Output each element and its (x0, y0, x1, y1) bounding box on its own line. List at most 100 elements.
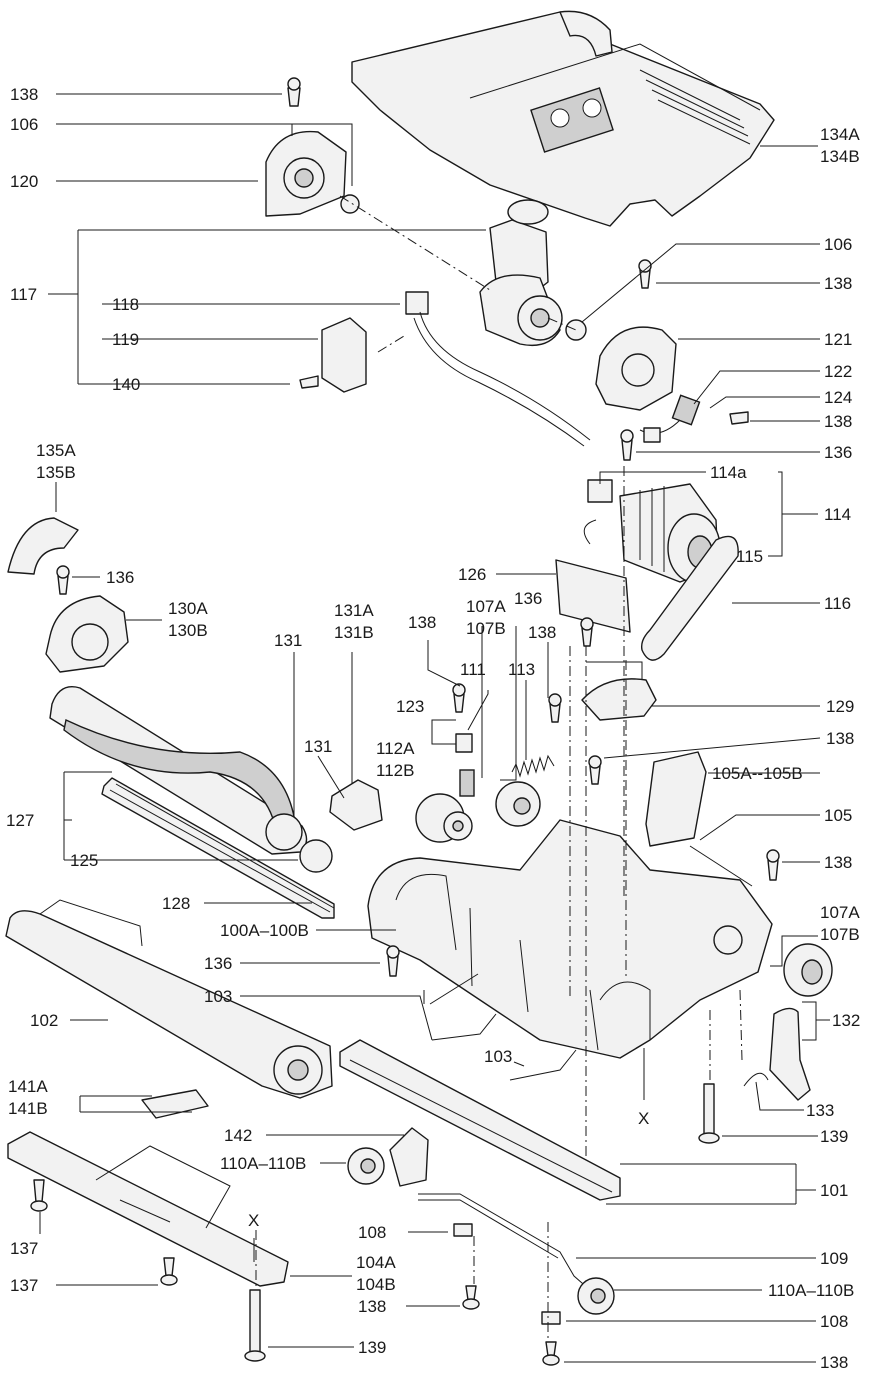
wheel-107-left (495, 781, 541, 827)
label-138-g: 138 (824, 853, 852, 872)
label-138-c: 138 (824, 412, 852, 431)
label-132: 132 (832, 1011, 860, 1030)
label-104a: 104A (356, 1253, 396, 1272)
label-114: 114 (824, 505, 851, 524)
label-136-c: 136 (514, 589, 542, 608)
label-120: 120 (10, 172, 38, 191)
label-121: 121 (824, 330, 852, 349)
lever-132 (769, 1007, 811, 1101)
label-113: 113 (508, 660, 535, 679)
label-125: 125 (70, 851, 98, 870)
chassis-100 (367, 819, 773, 1059)
label-115: 115 (736, 547, 763, 566)
wheel-110-middle (347, 1147, 385, 1185)
front-plate-101 (339, 1039, 621, 1201)
bumper-102 (5, 899, 333, 1099)
label-107b: 107B (466, 619, 506, 638)
label-x: X (638, 1109, 649, 1128)
label-106: 106 (10, 115, 38, 134)
plate-126 (555, 559, 631, 633)
label-112b: 112B (376, 761, 414, 780)
part-labels: 138 106 120 134A 134B 117 118 119 140 10… (6, 85, 860, 1372)
holder-131 (329, 779, 383, 831)
label-130b: 130B (168, 621, 208, 640)
screws (30, 77, 780, 1366)
label-136-b: 136 (106, 568, 134, 587)
pulley-112 (415, 793, 473, 843)
bushing-106-right (565, 319, 587, 341)
label-138-d: 138 (408, 613, 436, 632)
label-138-i: 138 (820, 1353, 848, 1372)
part-123 (455, 733, 473, 753)
label-108-b: 108 (820, 1312, 848, 1331)
label-137-b: 137 (10, 1276, 38, 1295)
label-103-b: 103 (484, 1047, 512, 1066)
label-101: 101 (820, 1181, 848, 1200)
clip-108-upper (453, 1223, 473, 1237)
label-102: 102 (30, 1011, 58, 1030)
wire-harness-2 (413, 317, 585, 447)
label-138-h: 138 (358, 1297, 386, 1316)
label-139-b: 139 (358, 1338, 386, 1357)
label-123: 123 (396, 697, 424, 716)
label-128: 128 (162, 894, 190, 913)
label-105: 105 (824, 806, 852, 825)
leader-lines (39, 93, 830, 1363)
part-111 (459, 769, 475, 797)
label-107a: 107A (466, 597, 506, 616)
drive-belt-116 (640, 535, 739, 661)
label-134a: 134A (820, 125, 860, 144)
label-109: 109 (820, 1249, 848, 1268)
label-124: 124 (824, 388, 852, 407)
wire-harness (419, 311, 591, 441)
clip-119 (321, 317, 367, 393)
pedal-105 (645, 751, 707, 847)
label-142: 142 (224, 1126, 252, 1145)
end-cap-130 (45, 595, 129, 673)
wire-spring-103a (431, 1013, 497, 1041)
side-housing-121 (595, 326, 677, 411)
label-138-b: 138 (824, 274, 852, 293)
label-141a: 141A (8, 1077, 48, 1096)
motor-bracket-117 (405, 199, 563, 347)
clip-108-lower (541, 1311, 561, 1325)
label-103: 103 (204, 987, 232, 1006)
axle-105 (689, 845, 753, 887)
label-130a: 130A (168, 599, 208, 618)
wire-spring-103b (509, 1049, 577, 1081)
label-110ab-right: 110A–110B (768, 1281, 854, 1300)
label-138-f: 138 (826, 729, 854, 748)
top-cover-134 (351, 10, 775, 227)
label-105ab: 105A--105B (712, 764, 803, 783)
spring-113 (511, 754, 555, 778)
cover-129 (581, 678, 657, 721)
label-110ab: 110A–110B (220, 1154, 306, 1173)
label-114a: 114a (710, 463, 747, 482)
label-133: 133 (806, 1101, 834, 1120)
label-131: 131 (274, 631, 302, 650)
base-plate-104 (7, 1131, 289, 1287)
label-136: 136 (824, 443, 852, 462)
label-117: 117 (10, 285, 37, 304)
spring-133 (743, 1072, 769, 1087)
label-106-right: 106 (824, 235, 852, 254)
label-136-d: 136 (204, 954, 232, 973)
label-131-c: 131 (304, 737, 332, 756)
label-116: 116 (824, 594, 851, 613)
wheel-110-right (577, 1277, 615, 1315)
assembly-axes (255, 195, 743, 1340)
motor-wire-114a (583, 519, 597, 545)
label-138-e: 138 (528, 623, 556, 642)
label-135b: 135B (36, 463, 76, 482)
label-111: 111 (460, 660, 486, 679)
connector-124 (643, 427, 661, 443)
label-104b: 104B (356, 1275, 396, 1294)
hood-135 (7, 517, 79, 575)
bracket-142 (389, 1127, 429, 1187)
label-135a: 135A (36, 441, 76, 460)
label-139: 139 (820, 1127, 848, 1146)
label-129: 129 (826, 697, 854, 716)
label-140: 140 (112, 375, 140, 394)
axle-109 (418, 1193, 591, 1291)
